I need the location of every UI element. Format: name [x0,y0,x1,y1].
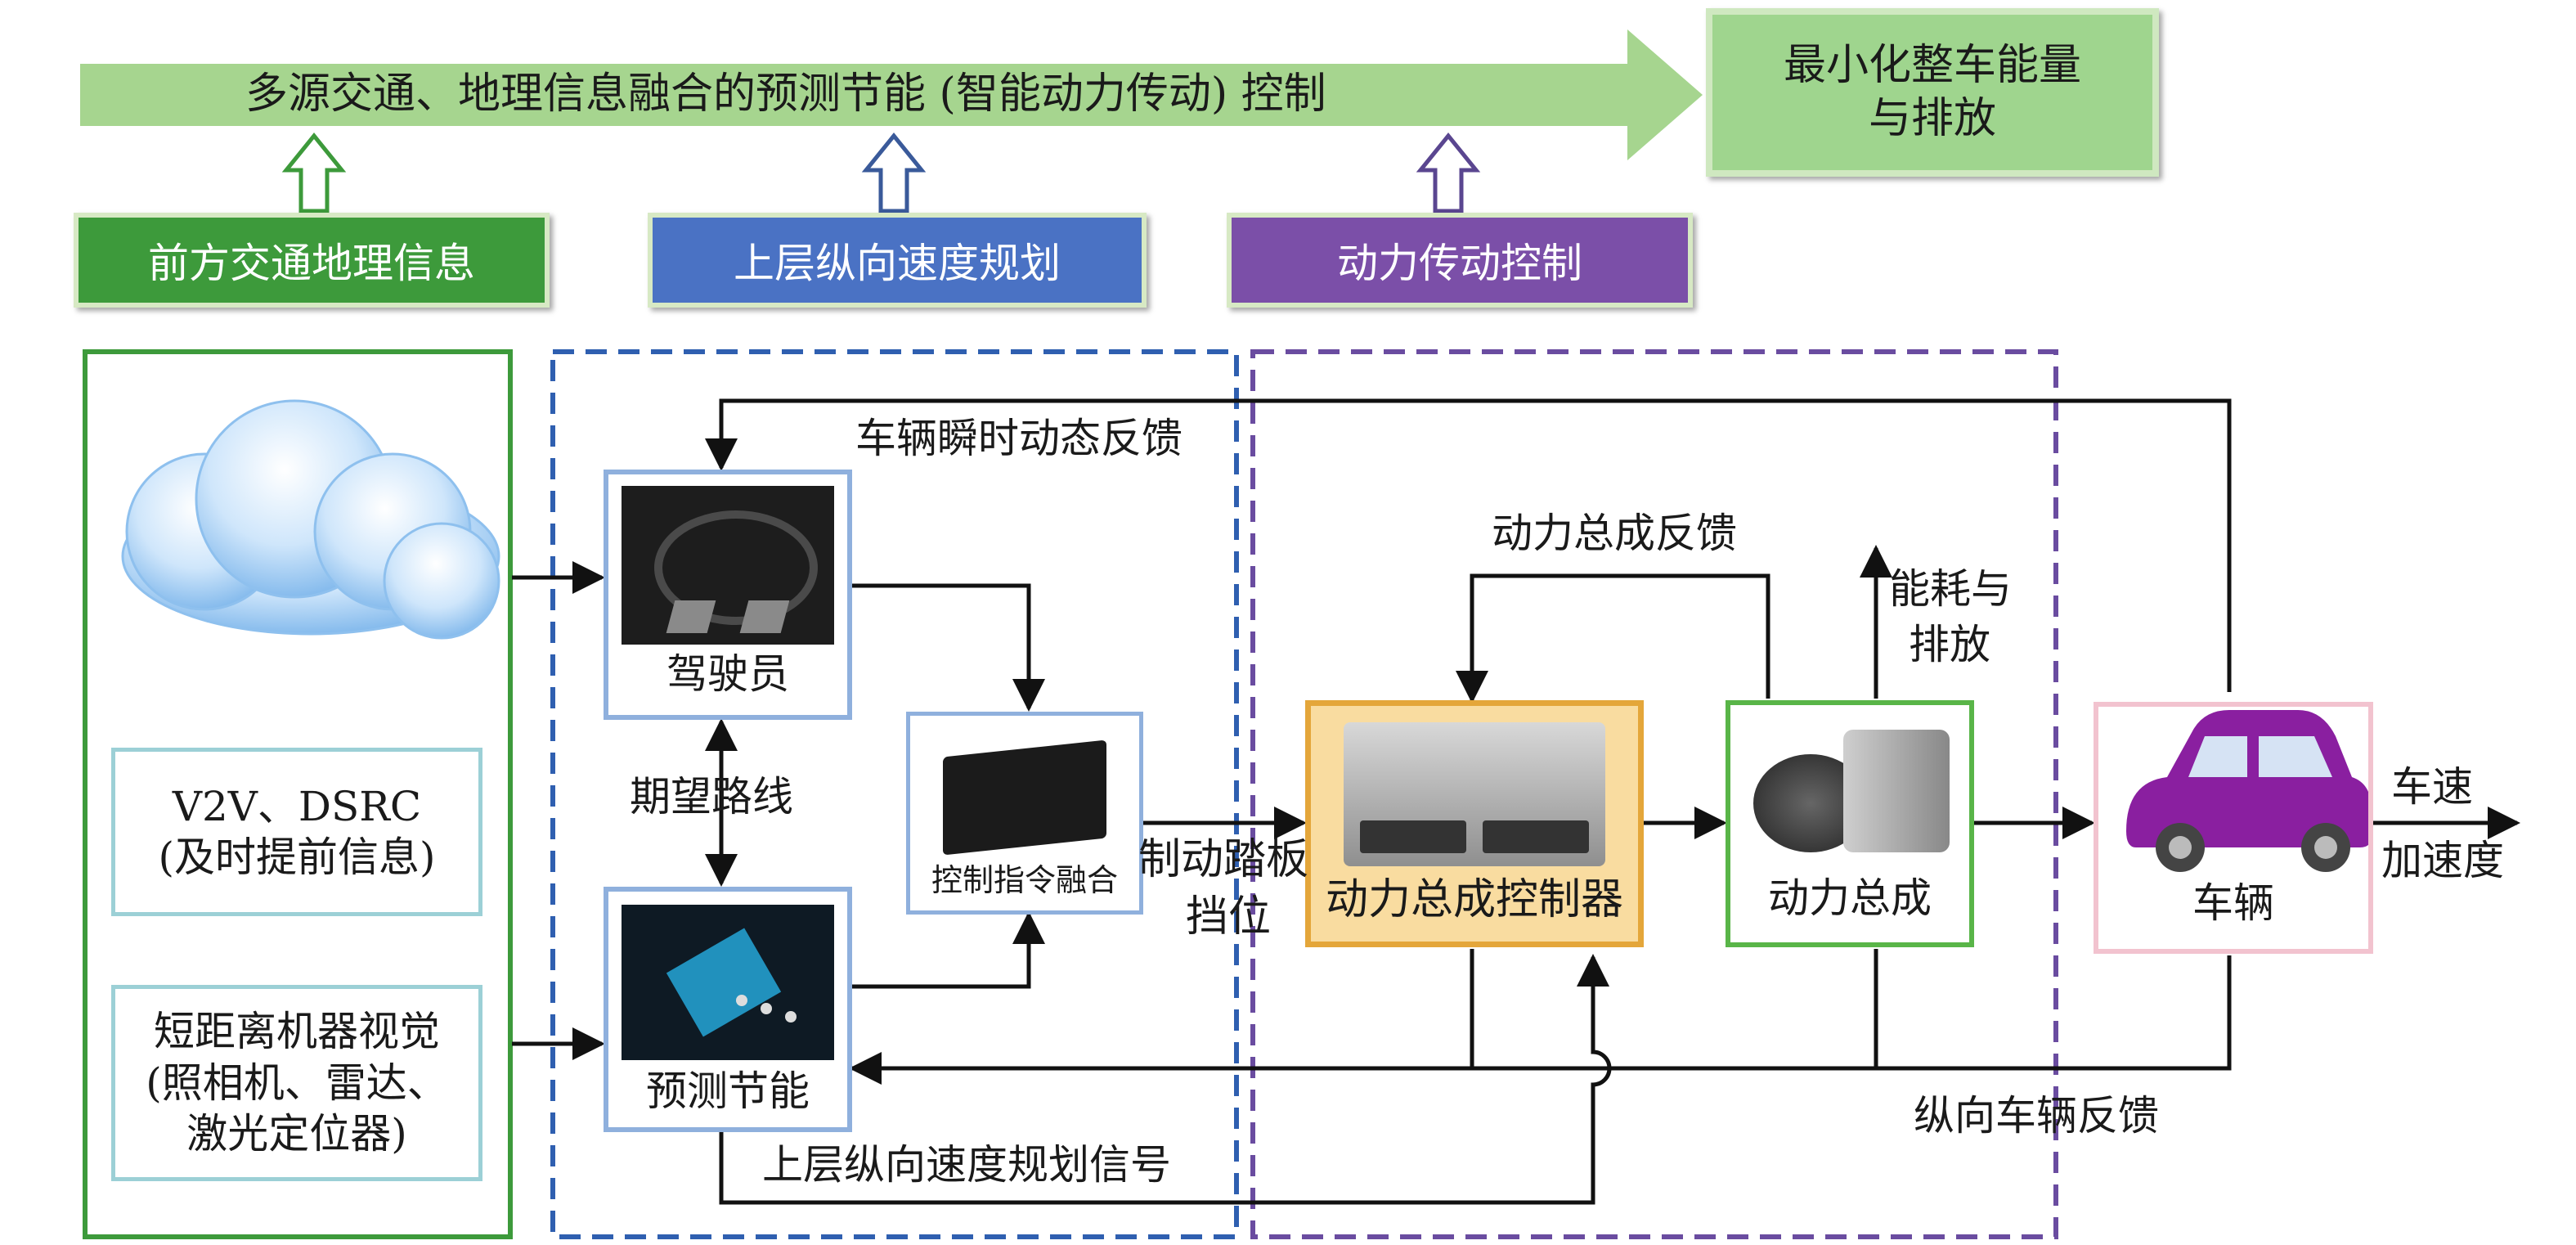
banner-arrow [80,29,1703,160]
car-icon [2126,710,2372,872]
cloud-icon [121,399,500,640]
vehicle-node: 车辆 [2094,702,2373,954]
fusion-label: 控制指令融合 [931,862,1118,898]
goal-line-1: 最小化整车能量 [1783,41,2081,90]
fusion-node: 控制指令融合 [906,712,1143,915]
driver-node: 驾驶员 [604,470,852,720]
driver-to-fusion [850,583,1045,712]
pcu-label: 动力总成控制器 [1325,875,1623,924]
gear-label: 挡位 [1186,892,1272,942]
category-speed-planning: 上层纵向速度规划 [648,213,1147,308]
acceleration-label: 加速度 [2381,837,2504,884]
energy-emission-line-2: 排放 [1909,621,1990,668]
powertrain-node: 动力总成 [1726,700,1974,947]
upper-signal-label: 上层纵向速度规划信号 [762,1141,1171,1189]
vehicle-label: 车辆 [2192,879,2274,927]
powertrain-feedback-line [1456,573,1770,703]
instant-feedback-line [705,398,2232,692]
v2v-info-box: V2V、DSRC (及时提前信息) [111,748,482,916]
predictive-label: 预测节能 [646,1067,810,1115]
steering-wheel-icon [622,486,834,645]
category-powertrain-control-label: 动力传动控制 [1337,240,1582,287]
up-arrow-blue [861,133,927,213]
vision-line-3: 激光定位器) [186,1110,407,1158]
predictive-to-fusion [850,911,1045,989]
goal-line-2: 与排放 [1868,94,1996,143]
category-traffic-info-label: 前方交通地理信息 [148,240,475,287]
v2v-line-1: V2V、DSRC [172,782,422,830]
category-speed-planning-label: 上层纵向速度规划 [734,240,1061,287]
powertrain-label: 动力总成 [1768,874,1932,922]
category-traffic-info: 前方交通地理信息 [74,213,550,308]
machine-vision-box: 短距离机器视觉 (照相机、雷达、 激光定位器) [111,985,482,1181]
up-arrow-green [281,133,347,213]
pcu-node: 动力总成控制器 [1305,700,1644,947]
brake-pedal-label: 制动踏板 [1138,835,1309,884]
engine-icon [1753,721,1950,869]
vision-line-2: (照相机、雷达、 [146,1058,448,1107]
longitudinal-feedback-line [849,955,2232,1085]
expected-route-label: 期望路线 [630,773,793,820]
powertrain-region [1250,349,2058,1239]
instant-feedback-label: 车辆瞬时动态反馈 [855,415,1183,462]
category-powertrain-control: 动力传动控制 [1227,213,1693,308]
predictive-node: 预测节能 [604,887,852,1132]
upper-signal-line [719,954,1612,1205]
sources-frame [83,349,513,1239]
longitudinal-feedback-label: 纵向车辆反馈 [1914,1092,2159,1139]
controller-box-icon [943,739,1106,856]
banner-title: 多源交通、地理信息融合的预测节能 (智能动力传动) 控制 [245,70,1326,119]
chip-icon [622,905,834,1060]
v2v-line-2: (及时提前信息) [158,834,436,881]
ecu-icon [1344,722,1605,866]
up-arrow-purple [1416,133,1481,213]
planning-region [550,349,1239,1239]
speed-label: 车速 [2391,763,2473,811]
driver-label: 驾驶员 [666,650,789,698]
energy-emission-line-1: 能耗与 [1889,565,2012,613]
powertrain-feedback-label: 动力总成反馈 [1492,510,1737,557]
goal-box: 最小化整车能量 与排放 [1706,8,2159,177]
vision-line-1: 短距离机器视觉 [154,1008,440,1056]
